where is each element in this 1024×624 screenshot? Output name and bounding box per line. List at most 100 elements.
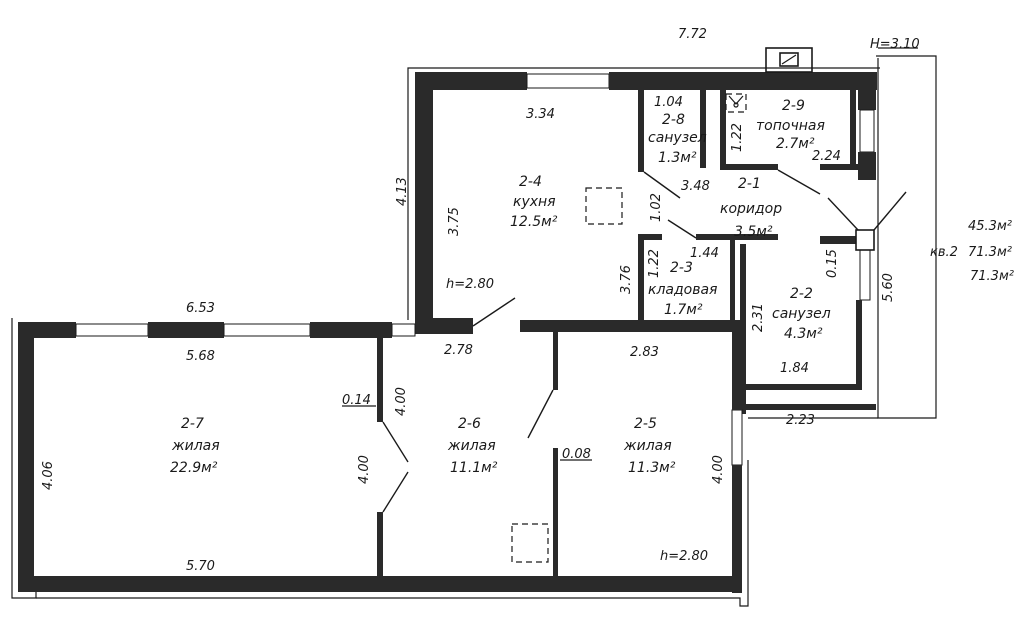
room-number-27: 2-7 xyxy=(181,416,204,432)
room-area-25: 11.3м² xyxy=(628,460,676,476)
window-bath xyxy=(859,249,871,301)
room-area-22: 4.3м² xyxy=(784,326,823,342)
partition-26-25-bottom xyxy=(553,448,558,578)
fixtures xyxy=(511,93,747,563)
door-kitchen xyxy=(472,297,516,327)
partition-27-26-top xyxy=(377,334,383,422)
window-boiler xyxy=(859,109,875,153)
dim-1-84: 1.84 xyxy=(780,361,809,376)
dim-1-22-mid: 1.22 xyxy=(647,249,662,278)
wall-storage-top xyxy=(696,234,778,240)
vent-room26 xyxy=(511,523,549,563)
room-area-24: 12.5м² xyxy=(510,214,558,230)
dim-5-60: 5.60 xyxy=(881,273,896,302)
dim-3-34: 3.34 xyxy=(526,107,555,122)
dim-0-08: 0.08 xyxy=(562,447,591,462)
window-room27-1 xyxy=(75,323,149,337)
room-name-22: санузел xyxy=(772,306,831,322)
dim-2-31: 2.31 xyxy=(751,303,766,332)
room-number-21: 2-1 xyxy=(738,176,761,192)
total-area-3: 71.3м² xyxy=(970,269,1014,284)
dim-5-70: 5.70 xyxy=(186,559,215,574)
dim-3-75: 3.75 xyxy=(447,207,462,236)
room-name-24: кухня xyxy=(513,194,556,210)
room-area-29: 2.7м² xyxy=(776,136,815,152)
wall-kitchen-left xyxy=(415,72,433,324)
dim-0-15: 0.15 xyxy=(825,249,840,278)
partition-28-left xyxy=(638,90,644,172)
total-area-2: 71.3м² xyxy=(968,245,1012,260)
dim-4-06: 4.06 xyxy=(41,461,56,490)
partition-27-26-bottom xyxy=(377,512,383,578)
dim-2-24: 2.24 xyxy=(812,149,841,164)
wall-bath-right xyxy=(856,300,862,390)
room-number-25: 2-5 xyxy=(634,416,657,432)
wall-boiler-right-top xyxy=(858,72,876,110)
room-name-28: санузел xyxy=(648,130,707,146)
dim-1-02: 1.02 xyxy=(649,193,664,222)
wall-storage-right xyxy=(730,240,735,320)
window-room26 xyxy=(391,323,416,337)
wall-bath-bottom xyxy=(740,384,860,390)
dim-0-14: 0.14 xyxy=(342,393,371,408)
room-number-26: 2-6 xyxy=(458,416,481,432)
door-entry-1 xyxy=(827,197,859,231)
room-area-23: 1.7м² xyxy=(664,302,703,318)
door-26-25 xyxy=(527,389,554,439)
leaders xyxy=(342,47,918,461)
dim-1-22-top: 1.22 xyxy=(730,123,745,152)
dim-4-00-b: 4.00 xyxy=(357,455,372,484)
wall-top-left xyxy=(415,72,527,90)
partition-29-bottom xyxy=(720,164,778,170)
room-area-26: 11.1м² xyxy=(450,460,498,476)
room-area-28: 1.3м² xyxy=(658,150,697,166)
height-kitchen: h=2.80 xyxy=(446,277,494,292)
top-dimension: 7.72 xyxy=(678,27,707,42)
room-name-23: кладовая xyxy=(648,282,717,298)
wall-room25-right-top xyxy=(732,330,742,410)
door-28 xyxy=(643,171,681,199)
entry-post xyxy=(855,229,875,251)
room-number-24: 2-4 xyxy=(519,174,542,190)
doors xyxy=(382,169,907,513)
wall-left xyxy=(18,322,34,590)
dim-3-76: 3.76 xyxy=(619,265,634,294)
dim-1-04: 1.04 xyxy=(654,95,683,110)
dim-1-44: 1.44 xyxy=(690,246,719,261)
dim-4-00-c: 4.00 xyxy=(711,455,726,484)
door-entry-2 xyxy=(873,191,907,231)
dim-3-48: 3.48 xyxy=(681,179,710,194)
wall-top-right xyxy=(609,72,877,90)
dim-2-83: 2.83 xyxy=(630,345,659,360)
room-area-21: 3.5м² xyxy=(734,224,773,240)
wall-kitchen-bottom-left xyxy=(415,318,473,334)
window-room27-2 xyxy=(223,323,311,337)
door-23 xyxy=(667,219,697,239)
wall-storage-left xyxy=(638,234,644,320)
wall-outer-bottom-right xyxy=(740,404,876,410)
partition-29-right xyxy=(850,90,856,170)
room-name-21: коридор xyxy=(720,201,782,217)
height-label: H=3.10 xyxy=(870,37,920,52)
vent-kitchen xyxy=(585,187,623,225)
room-area-27: 22.9м² xyxy=(170,460,218,476)
wall-room25-right xyxy=(732,465,742,593)
dim-2-23: 2.23 xyxy=(786,413,815,428)
room-name-25: жилая xyxy=(623,438,672,454)
door-27-lower xyxy=(382,471,409,513)
boiler-fixture xyxy=(725,93,747,113)
wall-storage-top-left xyxy=(638,234,662,240)
partition-29-left xyxy=(720,90,726,168)
height-room: h=2.80 xyxy=(660,549,708,564)
dim-5-68: 5.68 xyxy=(186,349,215,364)
room-number-23: 2-3 xyxy=(670,260,693,276)
dim-2-78: 2.78 xyxy=(444,343,473,358)
total-area-1: 45.3м² xyxy=(968,219,1012,234)
wall-bath-top xyxy=(820,236,860,244)
room-number-28: 2-8 xyxy=(662,112,685,128)
wall-bath-left xyxy=(740,244,746,414)
room-number-29: 2-9 xyxy=(782,98,805,114)
dim-4-00-a: 4.00 xyxy=(394,387,409,416)
door-27-upper xyxy=(382,421,409,463)
